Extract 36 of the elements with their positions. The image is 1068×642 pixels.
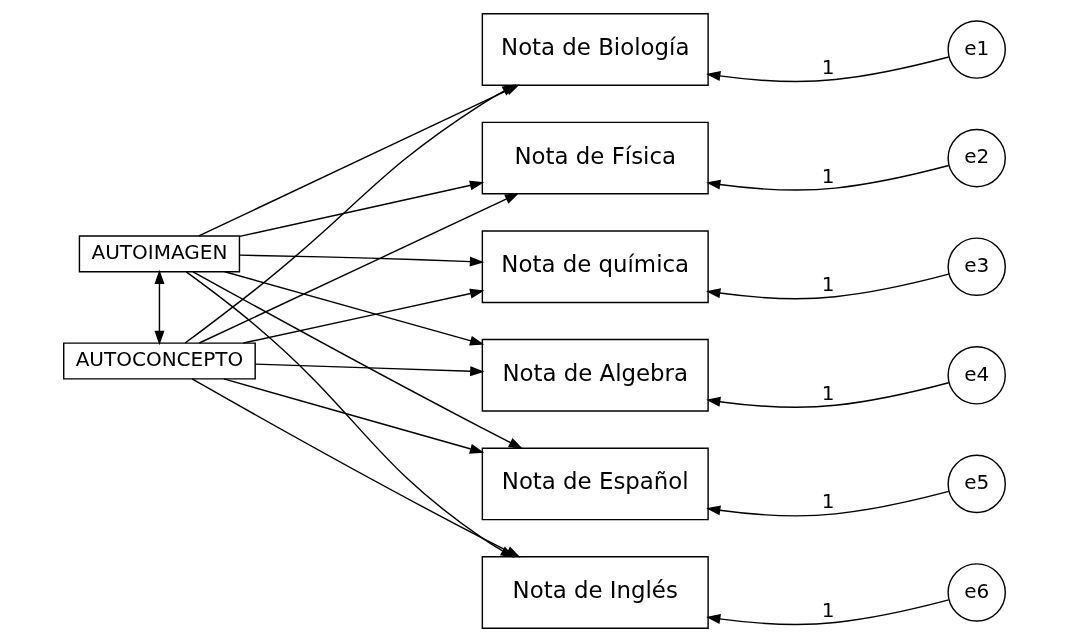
node-box: Nota de Algebra [481, 338, 709, 412]
node-box: Nota de Inglés [481, 556, 709, 629]
node-box: Nota de Español [481, 447, 709, 521]
node-box: AUTOCONCEPTO [62, 342, 256, 380]
edge-label: 1 [821, 598, 834, 623]
node-box: AUTOIMAGEN [78, 235, 240, 273]
arrow [705, 382, 949, 408]
arrow [705, 490, 949, 517]
arrow [223, 271, 484, 346]
node-circle: e2 [946, 128, 1006, 188]
node-box: Nota de Física [481, 121, 709, 195]
edge-label: 1 [821, 55, 834, 80]
node-circle: e3 [946, 237, 1006, 296]
arrow [222, 378, 484, 454]
arrow [183, 84, 516, 344]
arrow [191, 271, 523, 449]
arrow [198, 193, 519, 344]
arrow [238, 254, 484, 267]
arrow [705, 56, 949, 83]
arrow [238, 180, 484, 238]
node-circle: e6 [946, 563, 1006, 622]
arrow [705, 164, 949, 191]
arrow [254, 363, 484, 377]
arrow [705, 599, 949, 626]
node-box: Nota de Biología [481, 13, 709, 86]
arrow [705, 273, 949, 300]
edge-label: 1 [821, 272, 834, 297]
edge-label: 1 [821, 489, 834, 514]
edge-label: 1 [821, 380, 834, 405]
node-circle: e5 [946, 454, 1006, 514]
arrow [153, 269, 164, 346]
edge-label: 1 [821, 163, 834, 188]
node-circle: e1 [946, 20, 1006, 79]
node-box: Nota de química [481, 230, 709, 304]
arrow [242, 288, 484, 344]
node-circle: e4 [946, 346, 1006, 405]
